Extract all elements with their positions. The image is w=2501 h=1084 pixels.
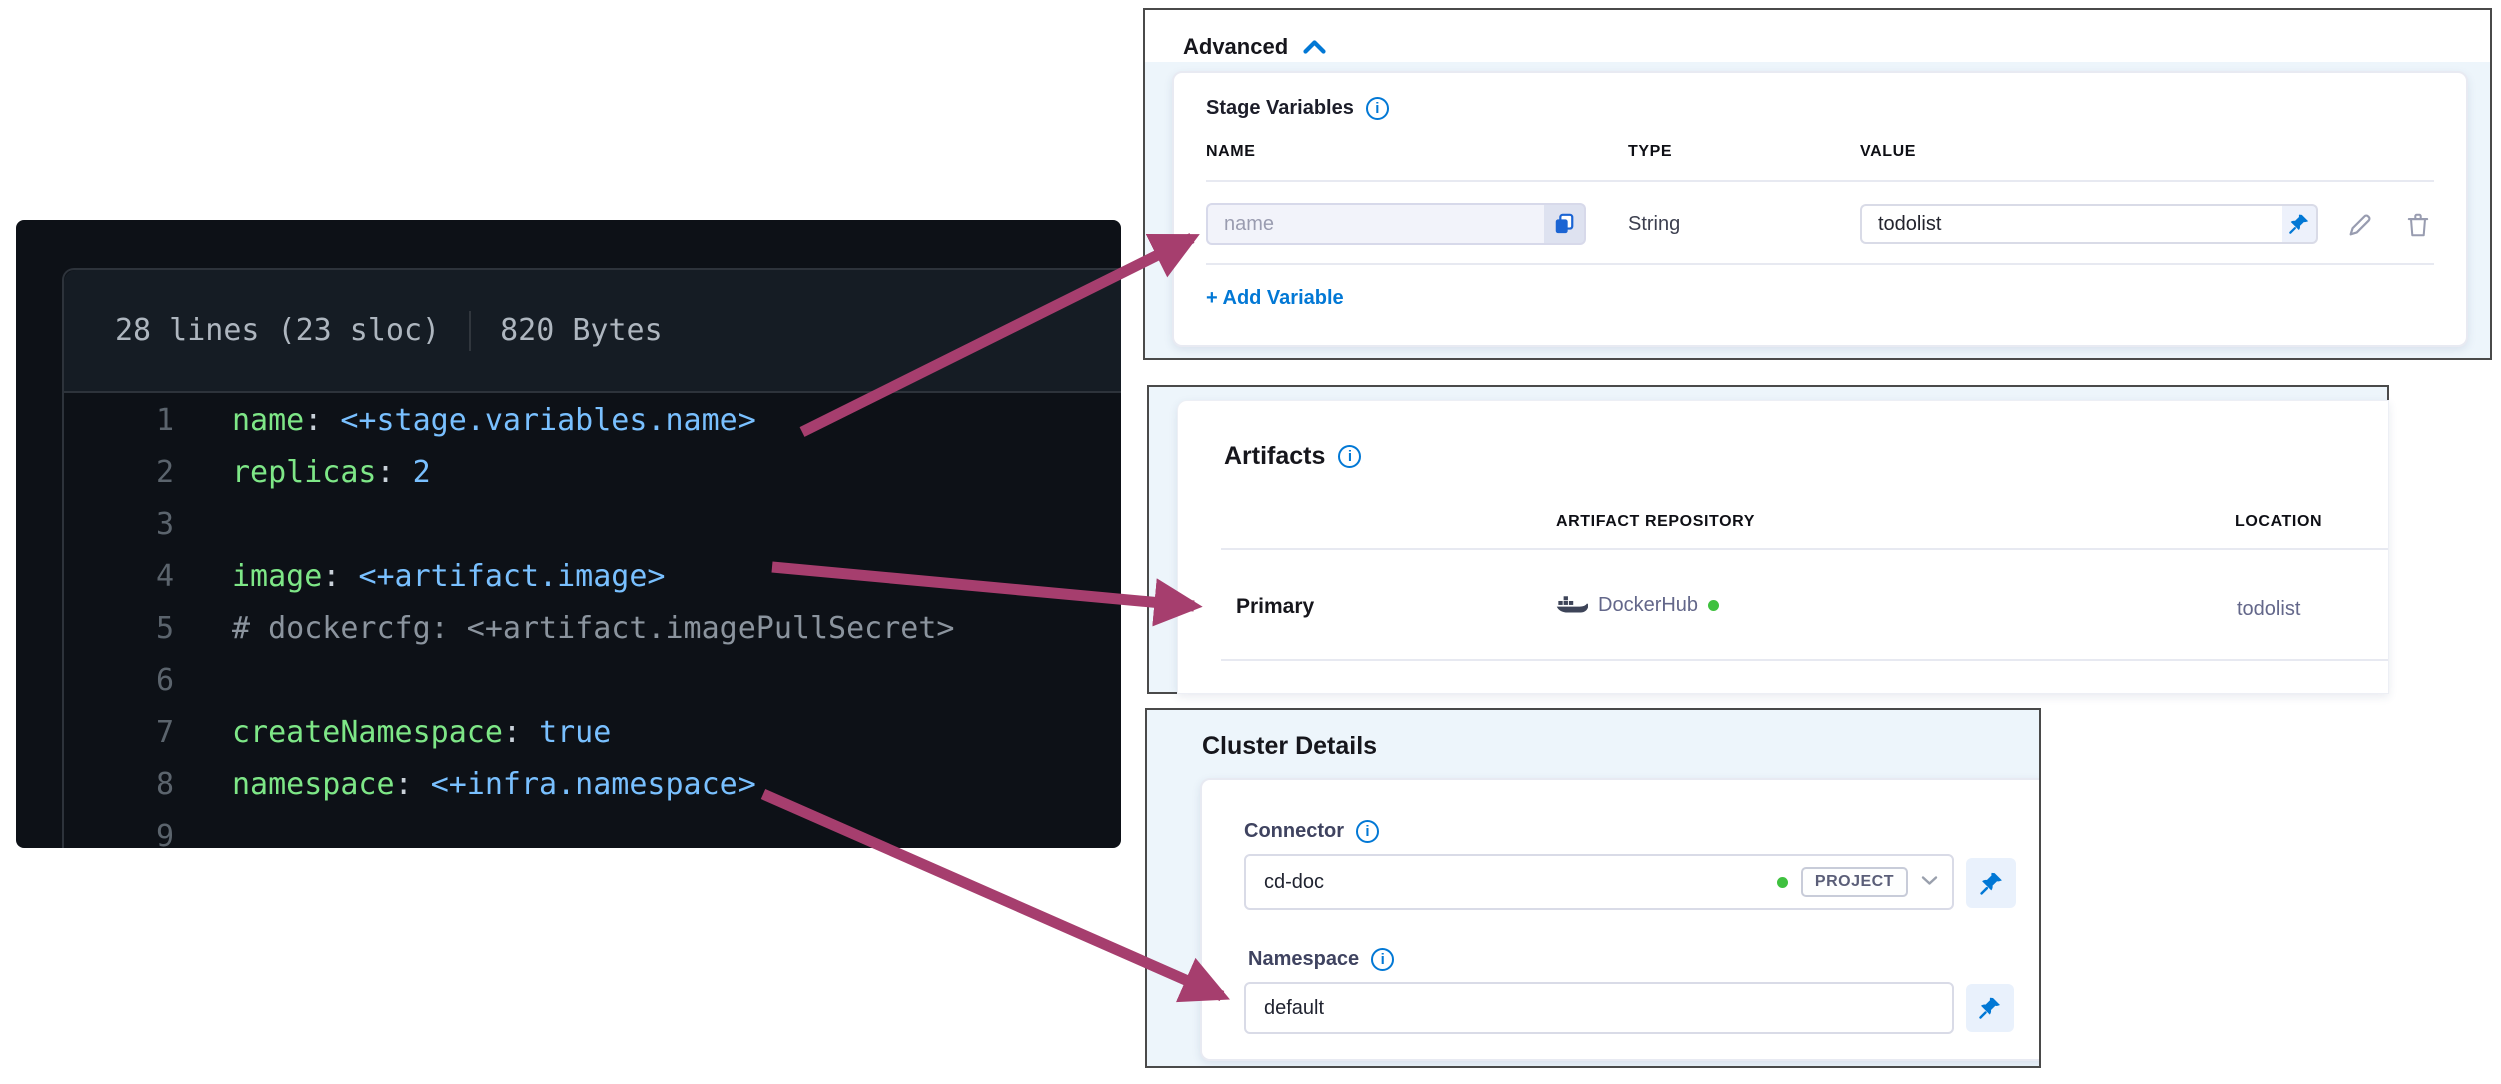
advanced-title: Advanced	[1183, 34, 1289, 59]
connector-pin-button[interactable]	[1966, 858, 2016, 908]
divider	[1206, 180, 2434, 182]
info-icon[interactable]	[1338, 445, 1362, 468]
yaml-value: 2	[412, 455, 431, 490]
line-number: 6	[155, 663, 174, 698]
yaml-value: <+stage.variables.name>	[340, 403, 756, 438]
column-header-name: NAME	[1206, 143, 1256, 160]
header-divider	[469, 310, 472, 351]
pin-button[interactable]	[2282, 204, 2318, 244]
divider	[1206, 263, 2434, 265]
variable-value-field	[1860, 204, 2318, 244]
artifact-location: todolist	[2237, 598, 2301, 620]
advanced-panel: Advanced Stage Variables NAME TYPE VALUE…	[1143, 8, 2492, 360]
artifact-row-label: Primary	[1236, 595, 1315, 618]
cluster-details-title: Cluster Details	[1202, 732, 1378, 760]
line-number: 1	[155, 403, 174, 438]
yaml-key: createNamespace	[232, 715, 503, 750]
yaml-value: true	[539, 715, 612, 750]
line-number: 5	[155, 611, 174, 646]
cluster-details-card: Connector PROJECT Namespace	[1200, 778, 2039, 1061]
chevron-down-icon[interactable]	[1921, 873, 1938, 891]
namespace-pin-button[interactable]	[1966, 984, 2014, 1032]
yaml-key: replicas	[232, 455, 377, 490]
pin-icon	[1979, 997, 2000, 1019]
stage-variables-label: Stage Variables	[1206, 97, 1389, 120]
line-number: 8	[155, 767, 174, 802]
copy-button[interactable]	[1544, 203, 1586, 245]
line-number: 4	[155, 559, 174, 594]
info-icon[interactable]	[1365, 97, 1389, 120]
file-header: 28 lines (23 sloc) 820 Bytes	[64, 270, 1121, 393]
variable-name-input[interactable]	[1206, 203, 1544, 245]
status-dot	[1776, 876, 1788, 888]
namespace-field[interactable]	[1244, 982, 1954, 1034]
copy-icon	[1555, 213, 1574, 234]
connector-label: Connector	[1244, 820, 1379, 843]
artifacts-card: Artifacts ARTIFACT REPOSITORY LOCATION P…	[1177, 400, 2389, 694]
stage-variables-card: Stage Variables NAME TYPE VALUE String	[1172, 71, 2468, 347]
code-line: 9	[64, 811, 1121, 848]
info-icon[interactable]	[1356, 820, 1379, 843]
chevron-up-icon[interactable]	[1303, 34, 1326, 60]
info-icon[interactable]	[1371, 948, 1395, 971]
divider	[1221, 548, 2388, 550]
column-header-location: LOCATION	[2235, 513, 2323, 530]
variable-type-text: String	[1628, 213, 1681, 235]
column-header-artifact-repository: ARTIFACT REPOSITORY	[1556, 513, 1755, 530]
connector-input[interactable]	[1248, 870, 1777, 894]
code-line: 3	[64, 499, 1121, 551]
delete-variable-button[interactable]	[2400, 207, 2436, 243]
yaml-comment: # dockercfg: <+artifact.imagePullSecret>	[232, 611, 955, 646]
cluster-details-panel: Cluster Details Connector PROJECT	[1145, 708, 2041, 1068]
file-size-info: 820 Bytes	[500, 313, 663, 348]
artifact-repository-cell[interactable]: DockerHub	[1556, 593, 1720, 618]
edit-variable-button[interactable]	[2342, 207, 2378, 243]
yaml-key: name	[232, 403, 305, 438]
column-header-type: TYPE	[1628, 143, 1673, 160]
connector-field[interactable]: PROJECT	[1244, 854, 1954, 910]
docker-whale-icon	[1556, 596, 1588, 613]
scope-badge: PROJECT	[1800, 867, 1908, 897]
column-header-value: VALUE	[1860, 143, 1917, 160]
yaml-key: image	[232, 559, 323, 594]
pin-icon	[2289, 214, 2309, 234]
code-line: 5 # dockercfg: <+artifact.imagePullSecret…	[64, 603, 1121, 655]
line-number: 7	[155, 715, 174, 750]
yaml-value: <+artifact.image>	[358, 559, 666, 594]
variable-value-input[interactable]	[1860, 204, 2282, 244]
advanced-accordion-header[interactable]: Advanced	[1183, 34, 1326, 60]
add-variable-button[interactable]: + Add Variable	[1206, 287, 1344, 309]
variable-name-field	[1206, 203, 1586, 245]
divider	[1221, 659, 2388, 661]
yaml-key: namespace	[232, 767, 395, 802]
line-number: 3	[155, 507, 174, 542]
trash-icon	[2407, 213, 2429, 237]
line-number: 2	[155, 455, 174, 490]
line-number: 9	[155, 819, 174, 848]
namespace-label: Namespace	[1248, 948, 1395, 971]
artifacts-title: Artifacts	[1224, 442, 1362, 471]
pencil-icon	[2349, 214, 2371, 236]
code-line: 6	[64, 655, 1121, 707]
file-lines-info: 28 lines (23 sloc)	[115, 313, 441, 348]
artifact-repository-name: DockerHub	[1598, 594, 1699, 616]
namespace-input[interactable]	[1248, 996, 1938, 1020]
yaml-value: <+infra.namespace>	[430, 767, 756, 802]
status-dot	[1708, 600, 1720, 611]
pin-icon	[1979, 872, 2002, 895]
artifacts-panel: Artifacts ARTIFACT REPOSITORY LOCATION P…	[1147, 385, 2389, 694]
